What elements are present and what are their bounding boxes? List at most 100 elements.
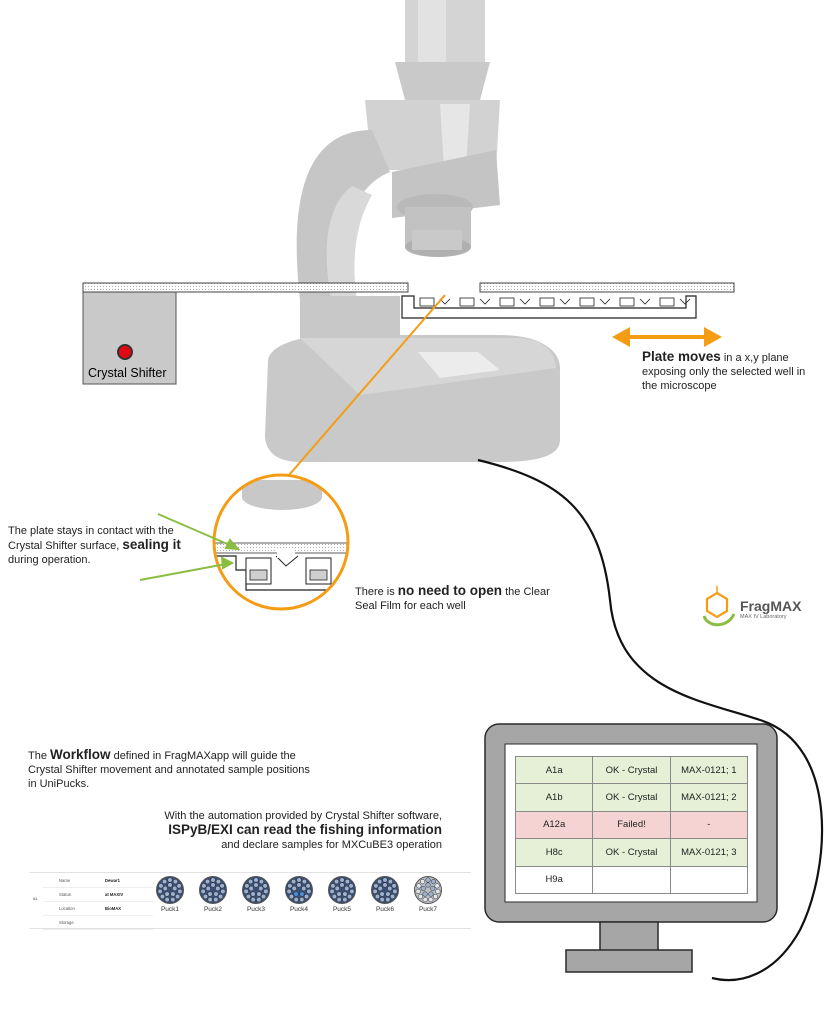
puck-icon <box>285 876 313 904</box>
field-value: at MAXIV <box>105 892 124 897</box>
plate-well <box>579 297 595 307</box>
automation-pre: With the automation provided by Crystal … <box>164 810 442 822</box>
plate-well <box>419 297 435 307</box>
table-row: A12a Failed! - <box>514 810 749 840</box>
no-need-pre: There is <box>355 586 398 598</box>
hexagon-molecule-icon <box>702 586 736 627</box>
table-cell <box>592 865 671 895</box>
crystal-shifter-device <box>82 291 177 385</box>
puck-label: Puck1 <box>160 906 180 913</box>
table-cell: Failed! <box>592 810 671 840</box>
automation-caption: With the automation provided by Crystal … <box>150 809 442 852</box>
puck-label: Puck2 <box>203 906 223 913</box>
drop-well <box>599 298 611 305</box>
puck-icon <box>156 876 184 904</box>
fragmax-logo: FragMAX MAX IV Laboratory <box>702 586 812 626</box>
workflow-pre: The <box>28 750 51 762</box>
dewar-field: Status at MAXIV <box>43 888 153 902</box>
field-key: Storage <box>59 920 74 925</box>
table-row: A1a OK - Crystal MAX-0121; 1 <box>514 755 749 785</box>
plate-stays-caption: The plate stays in contact with the Crys… <box>8 524 193 567</box>
microscope <box>265 0 560 462</box>
automation-post: and declare samples for MXCuBE3 operatio… <box>221 839 442 851</box>
table-cell <box>669 865 749 895</box>
puck-icon <box>242 876 270 904</box>
table-cell: MAX-0121; 2 <box>669 783 749 812</box>
field-key: Location <box>59 906 75 911</box>
dewar-fields: Name Dewar1 Status at MAXIV Location Bio… <box>43 874 153 930</box>
field-value: Dewar1 <box>105 878 120 883</box>
plate-stays-pre: The plate stays in contact with the Crys… <box>8 525 174 552</box>
puck-label: Puck4 <box>289 906 309 913</box>
no-need-bold: no need to open <box>397 583 503 598</box>
workflow-bold: Workflow <box>50 747 111 762</box>
table-cell: MAX-0121; 1 <box>669 755 749 785</box>
brand-name: FragMAX <box>740 598 802 614</box>
workflow-caption: The Workflow defined in FragMAXapp will … <box>28 748 313 791</box>
puck-label: Puck6 <box>375 906 395 913</box>
puck-label: Puck7 <box>418 906 438 913</box>
puck-label: Puck3 <box>246 906 266 913</box>
red-indicator-icon <box>117 344 133 360</box>
puck-icon <box>199 876 227 904</box>
sample-status-table: A1a OK - Crystal MAX-0121; 1 A1b OK - Cr… <box>514 755 749 895</box>
table-cell: OK - Crystal <box>592 838 671 867</box>
drop-well <box>559 298 571 305</box>
plate-stays-bold: sealing it <box>122 537 181 552</box>
plate-moves-bold: Plate moves <box>642 349 721 364</box>
drop-well <box>479 298 491 305</box>
puck-item[interactable]: Puck7 <box>407 875 449 913</box>
table-cell: A12a <box>514 810 594 840</box>
drop-well <box>519 298 531 305</box>
plate-well <box>659 297 675 307</box>
dewar-field: Location BioMAX <box>43 902 153 916</box>
drop-well <box>639 298 651 305</box>
puck-item[interactable]: Puck2 <box>192 875 234 913</box>
table-row: A1b OK - Crystal MAX-0121; 2 <box>514 783 749 812</box>
drop-well <box>439 298 451 305</box>
table-cell: H8c <box>514 838 594 867</box>
automation-bold: ISPyB/EXI can read the fishing informati… <box>168 822 442 837</box>
no-need-caption: There is no need to open the Clear Seal … <box>355 584 565 613</box>
table-cell: - <box>669 810 749 840</box>
plate <box>82 282 735 319</box>
table-cell: A1a <box>514 755 594 785</box>
plate-stays-post: during operation. <box>8 554 91 566</box>
plate-well <box>619 297 635 307</box>
plate-well <box>459 297 475 307</box>
dewar-field: Storage <box>43 916 153 930</box>
table-row: H8c OK - Crystal MAX-0121; 3 <box>514 838 749 867</box>
plate-well <box>539 297 555 307</box>
table-cell: A1b <box>514 783 594 812</box>
dewar-id: #1 <box>33 896 38 901</box>
drop-well <box>679 298 691 305</box>
puck-item[interactable]: Puck6 <box>364 875 406 913</box>
field-key: Status <box>59 892 71 897</box>
brand-subtitle: MAX IV Laboratory <box>740 614 787 620</box>
table-cell: OK - Crystal <box>592 755 671 785</box>
puck-item[interactable]: Puck4 <box>278 875 320 913</box>
puck-item[interactable]: Puck3 <box>235 875 277 913</box>
puck-item[interactable]: Puck1 <box>149 875 191 913</box>
zoom-lens-border <box>212 473 350 611</box>
field-key: Name <box>59 878 71 883</box>
plate-moves-caption: Plate moves in a x,y plane exposing only… <box>642 350 822 393</box>
field-value: BioMAX <box>105 906 122 911</box>
cable <box>477 458 824 982</box>
puck-label: Puck5 <box>332 906 352 913</box>
puck-icon <box>414 876 442 904</box>
workflow-post: defined in FragMAXapp will guide the Cry… <box>28 750 310 790</box>
no-need-post: the Clear Seal Film for each well <box>355 586 550 612</box>
plate-motion-arrow <box>612 327 722 347</box>
puck-item[interactable]: Puck5 <box>321 875 363 913</box>
plate-well <box>499 297 515 307</box>
puck-icon <box>371 876 399 904</box>
dewar-panel: #1 Name Dewar1 Status at MAXIV Location … <box>29 872 471 930</box>
crystal-shifter-label: Crystal Shifter <box>88 366 167 380</box>
seal-pointer-arrows <box>139 513 241 581</box>
plate-moves-text: in a x,y plane exposing only the selecte… <box>642 352 806 392</box>
zoom-lens <box>214 475 348 609</box>
dewar-field: Name Dewar1 <box>43 874 153 888</box>
table-cell: MAX-0121; 3 <box>669 838 749 867</box>
puck-icon <box>328 876 356 904</box>
